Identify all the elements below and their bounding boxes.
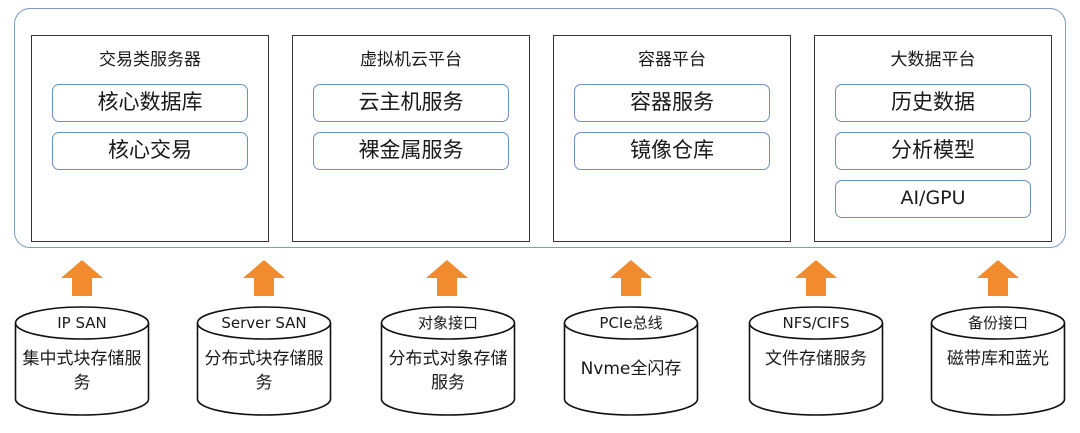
storage-interface-label: Server SAN [221, 314, 307, 332]
service-box: 裸金属服务 [313, 132, 509, 170]
service-box: AI/GPU [835, 180, 1031, 218]
platform-container: 交易类服务器 核心数据库 核心交易 虚拟机云平台 云主机服务 裸金属服务 容器平… [14, 8, 1066, 248]
cylinder-icon [563, 306, 699, 416]
up-arrow-icon [426, 260, 468, 296]
storage-cylinder-nvme: PCIe总线 Nvme全闪存 [563, 305, 699, 417]
storage-cylinder-server-san: Server SAN 分布式块存储服务 [196, 305, 332, 417]
storage-service-label: Nvme全闪存 [580, 359, 682, 379]
service-box: 核心数据库 [52, 84, 248, 122]
service-box: 分析模型 [835, 132, 1031, 170]
platform-panel-container: 容器平台 容器服务 镜像仓库 [553, 35, 791, 242]
storage-cylinder-object: 对象接口 分布式对象存储服务 [380, 305, 516, 417]
storage-cylinder-ip-san: IP SAN 集中式块存储服务 [14, 305, 150, 417]
platform-title: 交易类服务器 [99, 50, 201, 70]
storage-service-label: 分布式对象存储服务 [388, 349, 508, 393]
service-box: 容器服务 [574, 84, 770, 122]
up-arrow-icon [795, 260, 837, 296]
service-box: 镜像仓库 [574, 132, 770, 170]
storage-interface-label: 备份接口 [967, 314, 1028, 332]
service-box: 核心交易 [52, 132, 248, 170]
up-arrow-icon [61, 260, 103, 296]
platform-panel-big-data: 大数据平台 历史数据 分析模型 AI/GPU [814, 35, 1052, 242]
service-box: 历史数据 [835, 84, 1031, 122]
storage-interface-label: IP SAN [57, 314, 107, 332]
platform-title: 容器平台 [638, 50, 706, 70]
platform-panel-trading: 交易类服务器 核心数据库 核心交易 [31, 35, 269, 242]
storage-interface-label: PCIe总线 [599, 314, 663, 332]
storage-cylinder-backup: 备份接口 磁带库和蓝光 [930, 305, 1066, 417]
platform-panel-vm-cloud: 虚拟机云平台 云主机服务 裸金属服务 [292, 35, 530, 242]
cylinder-icon [748, 306, 884, 416]
storage-interface-label: NFS/CIFS [782, 314, 850, 332]
cylinder-icon [14, 306, 150, 416]
cylinder-icon [380, 306, 516, 416]
up-arrow-icon [610, 260, 652, 296]
storage-interface-label: 对象接口 [417, 314, 478, 332]
storage-service-label: 文件存储服务 [765, 349, 867, 369]
cylinder-icon [930, 306, 1066, 416]
platform-title: 虚拟机云平台 [360, 50, 462, 70]
up-arrow-icon [977, 260, 1019, 296]
storage-cylinder-nfs: NFS/CIFS 文件存储服务 [748, 305, 884, 417]
cylinder-icon [196, 306, 332, 416]
storage-service-label: 分布式块存储服务 [204, 349, 324, 393]
up-arrow-icon [243, 260, 285, 296]
platform-title: 大数据平台 [890, 50, 976, 70]
storage-service-label: 磁带库和蓝光 [947, 349, 1049, 369]
service-box: 云主机服务 [313, 84, 509, 122]
storage-service-label: 集中式块存储服务 [22, 349, 142, 393]
